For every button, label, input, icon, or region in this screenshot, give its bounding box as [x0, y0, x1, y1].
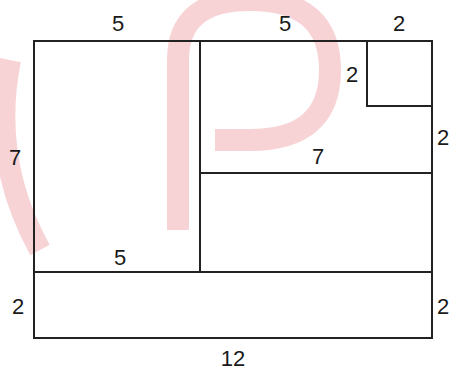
dimension-label: 2 [12, 296, 24, 318]
outer-rectangle [34, 41, 432, 338]
dimension-label: 5 [114, 247, 126, 269]
dimension-label: 2 [346, 64, 358, 86]
dimension-label: 7 [312, 146, 324, 168]
divider-line [34, 271, 432, 273]
divider-line [200, 172, 432, 174]
dimension-label: 5 [112, 13, 124, 35]
dimension-label: 7 [9, 147, 21, 169]
dimension-label: 2 [437, 296, 449, 318]
watermark-shape [4, 0, 330, 250]
dimension-label: 5 [279, 13, 291, 35]
rectangle-lines [34, 41, 432, 338]
dimension-label: 12 [221, 348, 245, 370]
dimension-label: 2 [393, 13, 405, 35]
small-square [367, 41, 432, 106]
dimension-label: 2 [437, 127, 449, 149]
divider-line [199, 41, 201, 272]
